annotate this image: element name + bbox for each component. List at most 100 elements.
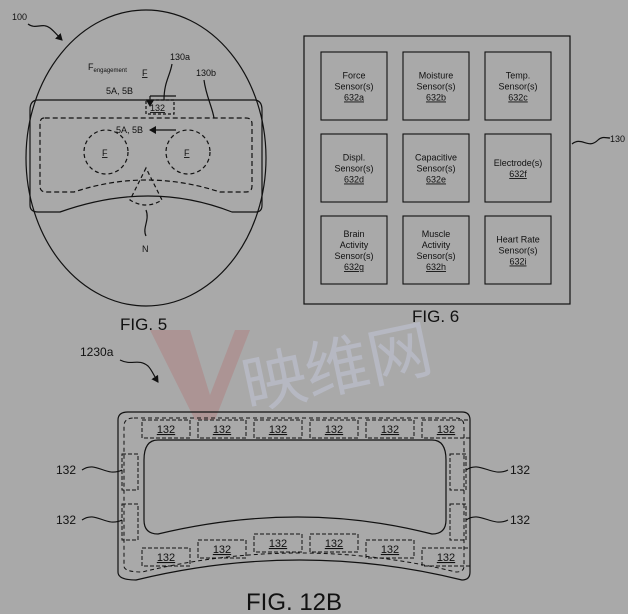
fig6-ref-leader <box>571 136 611 145</box>
sensor-grid: ForceSensor(s)632aMoistureSensor(s)632bT… <box>320 51 552 285</box>
fig5-nose-label: N <box>142 244 149 254</box>
side-label: 132 <box>510 463 530 477</box>
sensor-box-label: 132 <box>269 538 287 550</box>
sensor-label: Muscle <box>422 229 451 239</box>
side-box-outline <box>449 503 467 541</box>
sensor-label: Moisture <box>419 71 454 81</box>
left-side-sensor: 132 <box>56 453 139 491</box>
sensor-box <box>320 215 388 285</box>
side-box-outline <box>449 453 467 491</box>
fig6-ref-number: 130 <box>610 134 625 144</box>
sensor-box <box>484 51 552 121</box>
side-leader <box>81 466 123 473</box>
fig6-outer-box <box>303 35 571 305</box>
fig12b-ref-leader <box>119 359 159 383</box>
sensor-number: 632c <box>508 93 528 103</box>
sensor-label: Brain <box>343 229 364 239</box>
sensor-label: Sensor(s) <box>416 164 455 174</box>
sensor-box <box>484 215 552 285</box>
sensor-box <box>320 133 388 203</box>
fig6-label: FIG. 6 <box>412 307 459 326</box>
sensor-box-outline <box>141 547 191 567</box>
top-sensor-box: 132 <box>253 419 303 439</box>
side-label: 132 <box>56 463 76 477</box>
fig5 <box>25 9 267 307</box>
sensor-number: 632g <box>344 262 364 272</box>
right-side-sensor: 132 <box>449 453 530 491</box>
sensor-box-label: 132 <box>437 552 455 564</box>
bottom-sensor-box: 132 <box>365 539 415 559</box>
face-band-dashed <box>39 117 253 193</box>
sensor-cell: Temp.Sensor(s)632c <box>484 51 552 121</box>
side-leader <box>465 466 509 473</box>
top-sensor-box: 132 <box>309 419 359 439</box>
sensor-label: Sensor(s) <box>498 82 537 92</box>
sensor-label: Capacitive <box>415 153 457 163</box>
sensor-label: Activity <box>422 240 451 250</box>
right-eye-circle <box>165 129 211 175</box>
sensor-box-outline <box>309 533 359 553</box>
sensor-box-label: 132 <box>157 552 175 564</box>
top-sensor-box: 132 <box>197 419 247 439</box>
fig12b-sensor-boxes: 132 132 132 132 132 132 132 132 132 132 132 132 132 1… <box>56 419 530 567</box>
side-label: 132 <box>56 513 76 527</box>
bottom-sensor-box: 132 <box>421 547 471 567</box>
sensor-label: Temp. <box>506 71 531 81</box>
sensor-box-label: 132 <box>381 544 399 556</box>
sensor-box-label: 132 <box>325 538 343 550</box>
sensor-box-outline <box>141 419 191 439</box>
fig12b-inner-opening <box>143 439 447 535</box>
fig5-ref-leader <box>27 23 63 41</box>
side-box-outline <box>121 453 139 491</box>
ref-130a-leader <box>163 63 173 101</box>
fig5-sensor-box <box>145 99 175 115</box>
fig12b-ref-number: 1230a <box>80 345 114 359</box>
top-sensor-box: 132 <box>141 419 191 439</box>
bottom-sensor-box: 132 <box>309 533 359 553</box>
watermark-logo-icon <box>150 330 250 420</box>
sensor-label: Activity <box>340 240 369 250</box>
sensor-number: 632d <box>344 175 364 185</box>
side-leader <box>465 516 509 523</box>
sensor-number: 632f <box>509 169 527 179</box>
fig12b-label: FIG. 12B <box>246 589 342 614</box>
sensor-label: Displ. <box>343 153 366 163</box>
fig5-f-engagement: Fengagement <box>88 62 127 74</box>
nose-outline <box>129 166 163 206</box>
sensor-number: 632e <box>426 175 446 185</box>
watermark: 映维网 <box>150 313 439 423</box>
sensor-label: Sensor(s) <box>498 246 537 256</box>
sensor-box-outline <box>309 419 359 439</box>
sensor-box <box>402 133 470 203</box>
sensor-label: Sensor(s) <box>334 82 373 92</box>
sensor-number: 632h <box>426 262 446 272</box>
sensor-box-outline <box>365 539 415 559</box>
sensor-box-label: 132 <box>213 544 231 556</box>
sensor-label: Force <box>342 71 365 81</box>
fig5-f-engagement-sub: engagement <box>94 68 128 74</box>
face-band-outer <box>29 99 263 213</box>
top-sensor-box: 132 <box>421 419 471 439</box>
fig5-arrow-label-bottom: 5A, 5B <box>116 125 143 135</box>
sensor-box-outline <box>421 547 471 567</box>
sensor-box-outline <box>197 419 247 439</box>
sensor-box <box>320 51 388 121</box>
sensor-number: 632i <box>509 257 526 267</box>
sensor-number: 632a <box>344 93 364 103</box>
sensor-number: 632b <box>426 93 446 103</box>
sensor-box <box>484 133 552 203</box>
bottom-sensor-box: 132 <box>141 547 191 567</box>
fig6: 130 ForceSensor(s)632aMoistureSensor(s)6… <box>303 35 625 326</box>
sensor-label: Sensor(s) <box>416 82 455 92</box>
side-box-outline <box>121 503 139 541</box>
watermark-text: 映维网 <box>236 313 439 423</box>
ref-130b-leader <box>203 79 215 119</box>
sensor-cell: Electrode(s)632f <box>484 133 552 203</box>
